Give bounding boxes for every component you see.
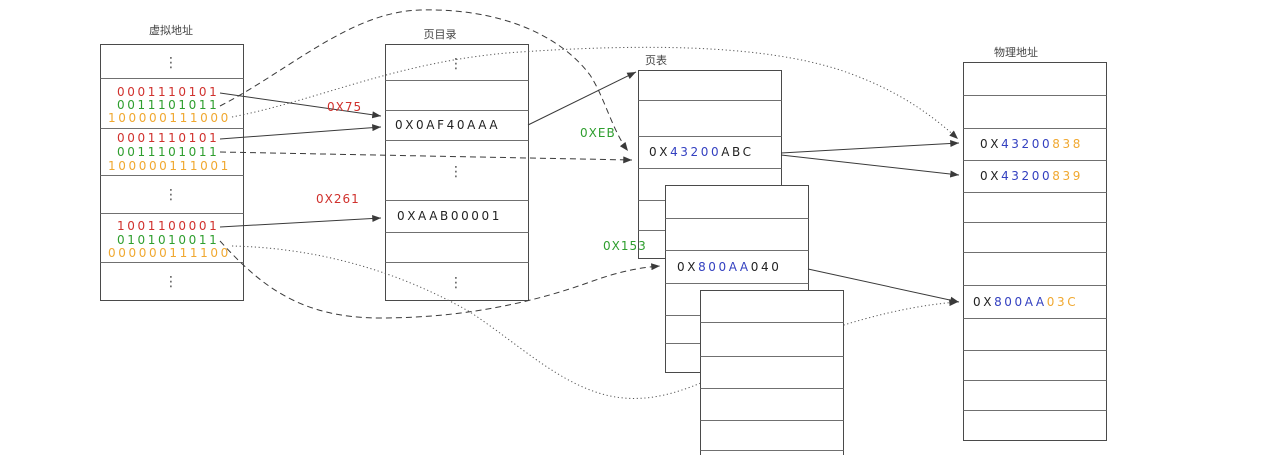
entry-frame: 43200 (670, 145, 721, 159)
ellipsis-glyph: ⋮ (164, 187, 178, 203)
table-index-bits: 0011101011 (117, 98, 219, 112)
table-index-bits: 0101010011 (117, 233, 219, 247)
offset-bits: 000000111100 (108, 246, 231, 260)
physical-address-entry: 0X43200839 (980, 169, 1083, 183)
entry-prefix: 0X (980, 137, 1001, 151)
physical-address-box (963, 62, 1107, 441)
table-index-label: 0X153 (603, 239, 647, 253)
entry-prefix: 0X (973, 295, 994, 309)
page-table-box (700, 290, 844, 455)
physical-address-entry: 0X43200838 (980, 137, 1083, 151)
page-table-title: 页表 (645, 53, 667, 67)
entry-frame: 43200 (1001, 169, 1052, 183)
arrow-directory-to-page-table (527, 71, 637, 126)
entry-offset: 838 (1052, 137, 1083, 151)
page-directory-box (385, 44, 529, 301)
virtual-address-box (100, 44, 244, 301)
arrow-directory-index-1 (219, 92, 382, 119)
table-index-bits: 0011101011 (117, 145, 219, 159)
offset-bits: 100000111000 (108, 111, 231, 125)
physical-address-table: 0X43200838 0X43200839 0X800AA03C (963, 62, 1107, 441)
page-directory-entry: 0X0AF40AAA (395, 118, 500, 132)
directory-index-bits: 0001110101 (117, 131, 219, 145)
entry-frame: 800AA (698, 260, 751, 274)
dashed-arrow-table-index-2 (219, 151, 633, 164)
entry-prefix: 0X (649, 145, 670, 159)
ellipsis-glyph: ⋮ (449, 275, 463, 291)
dashed-arrow-table-index-3 (219, 240, 661, 319)
virtual-address-title: 虚拟地址 (149, 23, 193, 37)
entry-frame: 43200 (1001, 137, 1052, 151)
entry-tail: ABC (721, 145, 753, 159)
entry-offset: 839 (1052, 169, 1083, 183)
page-table-entry: 0X800AA040 (677, 260, 781, 274)
arrow-page-table-to-physical-1 (780, 139, 960, 154)
arrow-directory-index-3 (219, 214, 382, 228)
page-directory-table: ⋮ 0X0AF40AAA ⋮ 0XAAB00001 ⋮ (385, 44, 529, 301)
page-table-border (700, 290, 844, 455)
page-table-entry: 0X43200ABC (649, 145, 754, 159)
dotted-arrow-offset-2 (231, 245, 959, 399)
page-table-1: 0X43200ABC (638, 70, 782, 259)
page-directory-entry: 0XAAB00001 (397, 209, 502, 223)
page-table-3 (700, 290, 844, 455)
connectors (219, 9, 960, 399)
ellipsis-glyph: ⋮ (449, 164, 463, 180)
dashed-arrow-table-index-1 (219, 9, 629, 152)
arrow-page-table-to-physical-2 (780, 154, 960, 178)
table-index-label: 0XEB (580, 126, 616, 140)
physical-address-title: 物理地址 (994, 45, 1038, 59)
offset-bits: 100000111001 (108, 159, 231, 173)
directory-index-bits: 1001100001 (117, 219, 219, 233)
entry-frame: 800AA (994, 295, 1047, 309)
physical-address-entry: 0X800AA03C (973, 295, 1078, 309)
entry-tail: 040 (751, 260, 782, 274)
directory-index-bits: 0001110101 (117, 85, 219, 99)
ellipsis-glyph: ⋮ (164, 274, 178, 290)
page-directory-title: 页目录 (424, 28, 457, 41)
arrow-page-table-to-physical-3 (807, 268, 960, 304)
virtual-address-table: ⋮ 0001110101 0011101011 100000111000 000… (100, 44, 244, 301)
entry-prefix: 0X (980, 169, 1001, 183)
arrow-directory-index-2 (219, 124, 382, 140)
ellipsis-glyph: ⋮ (164, 55, 178, 71)
directory-index-label: 0X75 (327, 100, 362, 114)
entry-prefix: 0X (677, 260, 698, 274)
entry-offset: 03C (1047, 295, 1078, 309)
directory-index-label: 0X261 (316, 192, 360, 206)
